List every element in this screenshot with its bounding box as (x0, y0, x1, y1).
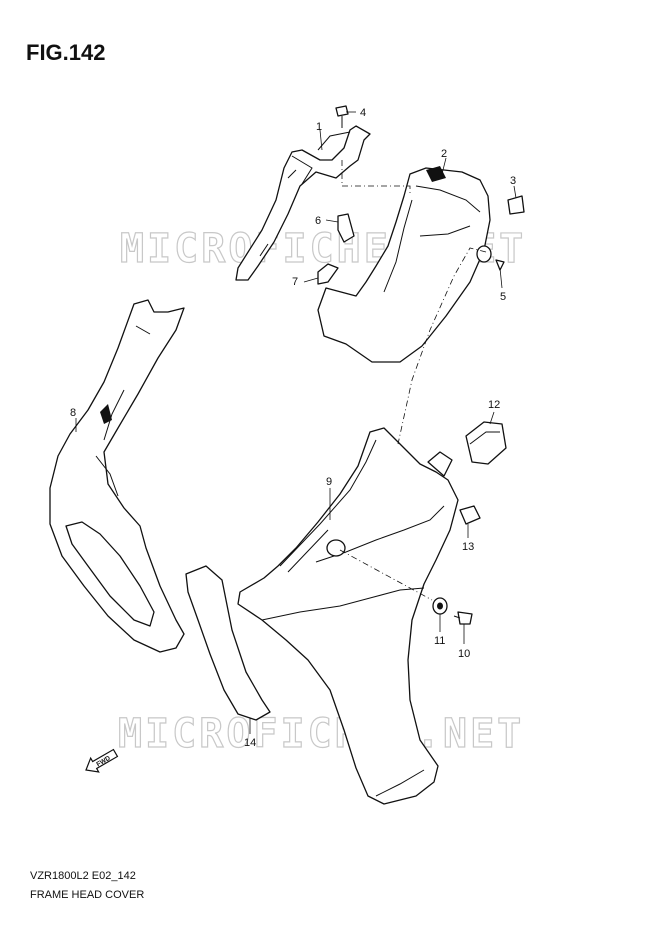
watermark-bottom: MICROFICHES.NET (118, 711, 524, 757)
callout-13: 13 (462, 541, 474, 553)
figure-title: FIG.142 (26, 40, 106, 65)
part-12-pad[interactable] (465, 421, 507, 465)
part-9-main-cover[interactable] (237, 427, 459, 805)
callout-5: 5 (500, 291, 506, 303)
part-4-bolt[interactable] (335, 105, 349, 128)
model-code: VZR1800L2 E02_142 (30, 870, 136, 882)
callout-11: 11 (434, 635, 445, 647)
callout-9: 9 (326, 476, 332, 488)
part-group-name: FRAME HEAD COVER (30, 889, 145, 901)
callout-12: 12 (488, 399, 500, 411)
callout-4: 4 (360, 107, 366, 119)
part-13-clip[interactable] (459, 505, 481, 525)
leader-lines (75, 111, 517, 734)
fwd-arrow-icon: FWD (85, 748, 119, 773)
callout-1: 1 (316, 121, 322, 133)
callout-2: 2 (441, 148, 447, 160)
callout-3: 3 (510, 175, 516, 187)
part-6-cushion[interactable] (337, 213, 355, 243)
part-7-cushion[interactable] (317, 263, 339, 285)
callout-7: 7 (292, 276, 298, 288)
callout-6: 6 (315, 215, 321, 227)
assembly-line-1-2 (341, 160, 411, 196)
part-10-screw[interactable] (453, 611, 473, 625)
assembly-line-2-9 (397, 247, 487, 445)
part-14-side-strip[interactable] (185, 565, 271, 721)
callout-10: 10 (458, 648, 470, 660)
callout-14: 14 (244, 737, 256, 749)
part-8-left-cover[interactable] (49, 299, 185, 653)
part-5-screw[interactable] (476, 245, 505, 271)
part-2-upper-cover[interactable] (317, 166, 491, 363)
part-1-bracket[interactable] (235, 125, 371, 281)
part-11-grommet[interactable] (432, 597, 448, 615)
part-3-clip[interactable] (507, 195, 525, 215)
callout-8: 8 (70, 407, 76, 419)
assembly-line-9-11 (339, 549, 433, 601)
